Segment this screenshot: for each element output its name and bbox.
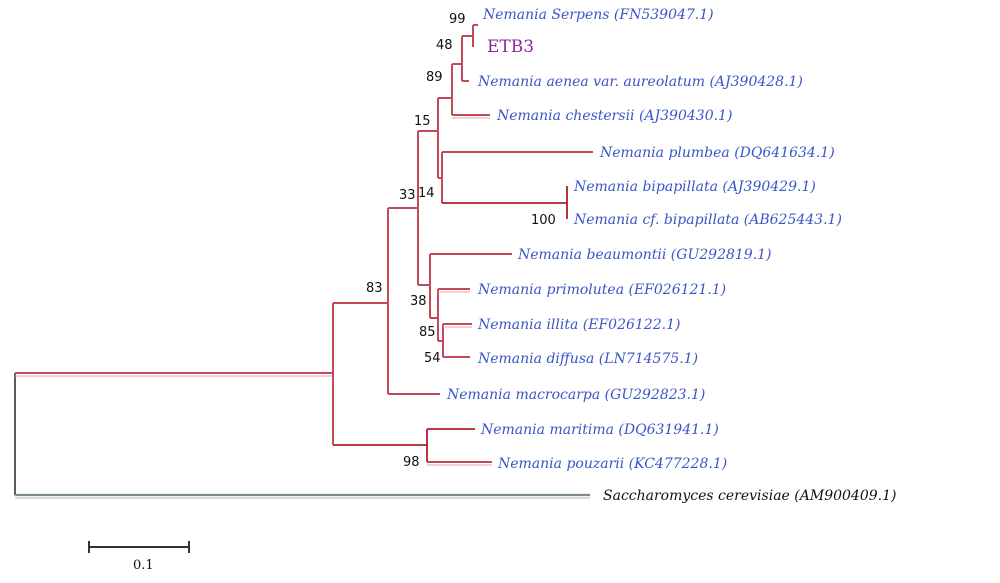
bootstrap-15: 15 [414,114,431,129]
taxon-illita: Nemania illita (EF026122.1) [477,317,680,333]
node-48-clade [461,35,473,82]
taxon-cf-bipapillata: Nemania cf. bipapillata (AB625443.1) [573,212,842,228]
node-98-clade [426,428,492,466]
bootstrap-98: 98 [403,455,420,470]
scale-bar-label: 0.1 [133,558,154,573]
node-38-clade [429,253,512,358]
taxon-saccharomyces: Saccharomyces cerevisiae (AM900409.1) [603,488,896,504]
taxon-maritima: Nemania maritima (DQ631941.1) [480,422,719,438]
taxon-diffusa: Nemania diffusa (LN714575.1) [477,351,698,367]
taxon-primolutea: Nemania primolutea (EF026121.1) [477,282,726,298]
bootstrap-48: 48 [436,38,453,53]
bootstrap-14: 14 [418,186,435,201]
bootstrap-38: 38 [410,294,427,309]
taxon-etb3: ETB3 [487,37,534,57]
node-99-clade [472,24,478,47]
node-33-clade [387,207,440,395]
node-89-clade [451,63,490,119]
taxon-pouzarii: Nemania pouzarii (KC477228.1) [497,456,727,472]
taxon-labels: Nemania Serpens (FN539047.1) ETB3 Nemani… [446,7,896,504]
bootstrap-values: 99 48 89 15 33 14 100 83 38 85 54 98 [366,12,556,470]
bootstrap-89: 89 [426,70,443,85]
bootstrap-54: 54 [424,351,441,366]
taxon-serpens: Nemania Serpens (FN539047.1) [482,7,714,23]
node-15a-clade [437,97,452,179]
node-83-clade [332,302,427,446]
taxon-beaumontii: Nemania beaumontii (GU292819.1) [517,247,772,263]
scale-bar-line [88,541,190,553]
taxon-macrocarpa: Nemania macrocarpa (GU292823.1) [446,387,705,403]
bootstrap-85: 85 [419,325,436,340]
node-14-clade [441,151,593,219]
taxon-plumbea: Nemania plumbea (DQ641634.1) [599,145,835,161]
taxon-bipapillata: Nemania bipapillata (AJ390429.1) [573,179,816,195]
bootstrap-100: 100 [531,213,556,228]
bootstrap-99: 99 [449,12,466,27]
bootstrap-33: 33 [399,188,416,203]
bootstrap-83: 83 [366,281,383,296]
taxon-aenea: Nemania aenea var. aureolatum (AJ390428.… [477,74,803,90]
taxon-chestersii: Nemania chestersii (AJ390430.1) [496,108,732,124]
node-15-clade [417,130,438,286]
scale-bar: 0.1 [88,541,190,573]
root-branches [14,372,590,499]
